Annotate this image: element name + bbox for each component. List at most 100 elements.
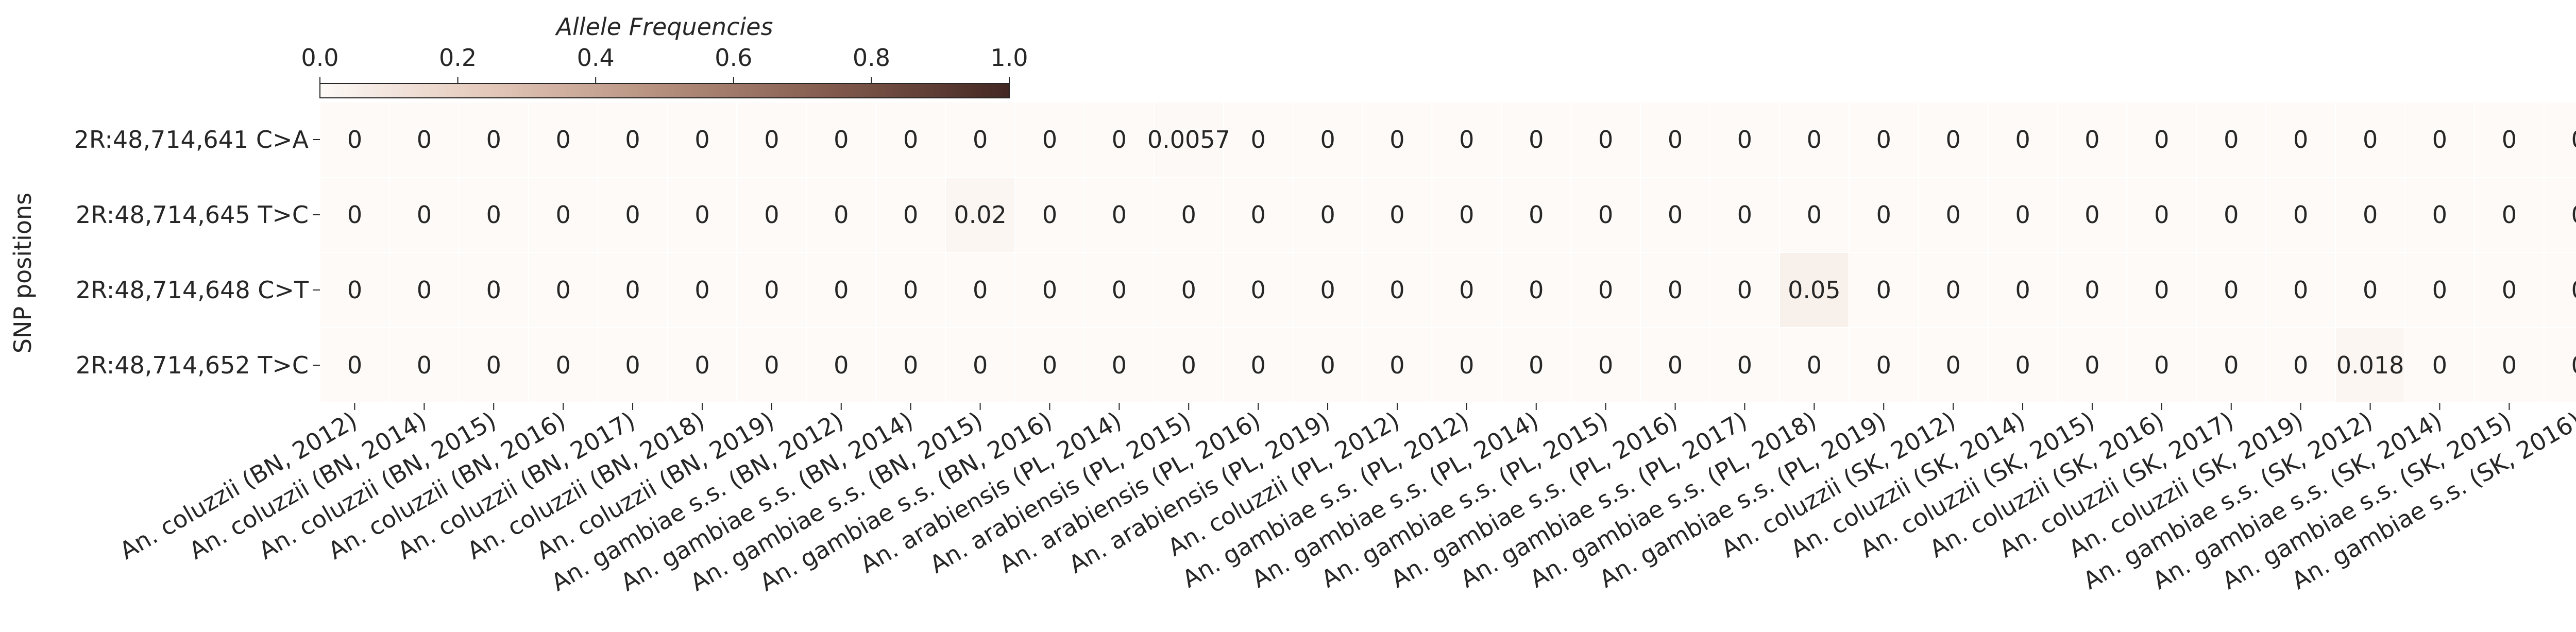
cell-annotation: 0 bbox=[2015, 351, 2030, 379]
heatmap-cell bbox=[1918, 101, 1989, 178]
cell-annotation: 0 bbox=[2502, 126, 2517, 153]
cell-annotation: 0 bbox=[1389, 201, 1404, 229]
cell-annotation: 0 bbox=[694, 201, 709, 229]
cell-annotation: 0 bbox=[1459, 351, 1474, 379]
heatmap-cell bbox=[945, 177, 1015, 253]
cell-annotation: 0 bbox=[486, 276, 501, 304]
heatmap-cell bbox=[2335, 177, 2406, 253]
heatmap-cell bbox=[667, 177, 738, 253]
heatmap-cell bbox=[1501, 101, 1572, 178]
cell-annotation: 0 bbox=[1459, 126, 1474, 153]
heatmap-cell bbox=[1083, 177, 1155, 253]
y-tick-label: 2R:48,714,652 T>C bbox=[76, 351, 309, 379]
cell-annotation: 0 bbox=[625, 276, 640, 304]
cell-annotation: 0 bbox=[2224, 201, 2239, 229]
cell-annotation: 0.0057 bbox=[1147, 126, 1230, 153]
heatmap-cell bbox=[806, 327, 877, 403]
heatmap-cell bbox=[875, 177, 946, 253]
x-axis-ticks: An. coluzzii (BN, 2012)An. coluzzii (BN,… bbox=[115, 403, 2576, 596]
heatmap-cell bbox=[597, 177, 668, 253]
cell-annotation: 0 bbox=[625, 351, 640, 379]
cell-annotation: 0 bbox=[2571, 126, 2576, 153]
cell-annotation: 0 bbox=[2224, 351, 2239, 379]
cell-annotation: 0 bbox=[1112, 201, 1127, 229]
colorbar-tick-label: 0.6 bbox=[715, 44, 752, 72]
cell-annotation: 0 bbox=[486, 126, 501, 153]
cell-annotation: 0 bbox=[1598, 201, 1613, 229]
cell-annotation: 0 bbox=[1389, 351, 1404, 379]
heatmap-cell bbox=[528, 327, 599, 403]
cell-annotation: 0 bbox=[2293, 276, 2308, 304]
cell-annotation: 0 bbox=[556, 276, 571, 304]
heatmap-cell bbox=[2196, 252, 2267, 328]
heatmap-cell bbox=[1431, 101, 1502, 178]
cell-annotation: 0 bbox=[2154, 351, 2169, 379]
cell-annotation: 0 bbox=[1598, 276, 1613, 304]
heatmap-cell bbox=[2196, 327, 2267, 403]
heatmap-cell bbox=[1083, 327, 1155, 403]
heatmap-cell bbox=[2404, 252, 2475, 328]
heatmap-cell bbox=[1362, 327, 1433, 403]
heatmap-cell bbox=[2265, 252, 2336, 328]
heatmap-cell bbox=[945, 252, 1015, 328]
cell-annotation: 0 bbox=[764, 201, 779, 229]
y-tick-label: 2R:48,714,645 T>C bbox=[76, 201, 309, 229]
heatmap-cell bbox=[2543, 327, 2576, 403]
cell-annotation: 0 bbox=[1876, 276, 1891, 304]
cell-annotation: 0 bbox=[1320, 276, 1335, 304]
heatmap-cell bbox=[2404, 101, 2475, 178]
cell-annotation: 0 bbox=[1250, 201, 1265, 229]
cell-annotation: 0 bbox=[2502, 201, 2517, 229]
heatmap-cell bbox=[1778, 177, 1850, 253]
heatmap-cell bbox=[1709, 101, 1780, 178]
cell-annotation: 0 bbox=[2363, 276, 2378, 304]
heatmap-cell bbox=[2265, 327, 2336, 403]
cell-annotation: 0 bbox=[2363, 126, 2378, 153]
heatmap-cell bbox=[1709, 327, 1780, 403]
heatmap-cell bbox=[2126, 327, 2197, 403]
heatmap-cell bbox=[1223, 177, 1294, 253]
heatmap-cell bbox=[806, 252, 877, 328]
heatmap-cell bbox=[2543, 177, 2576, 253]
cell-annotation: 0 bbox=[2432, 126, 2447, 153]
cell-annotation: 0 bbox=[1459, 201, 1474, 229]
colorbar-gradient bbox=[319, 83, 1010, 98]
heatmap-cell bbox=[945, 327, 1015, 403]
heatmap-cell bbox=[1153, 327, 1224, 403]
heatmap-cell bbox=[1778, 327, 1850, 403]
heatmap-cell bbox=[1570, 252, 1641, 328]
cell-annotation: 0 bbox=[417, 276, 432, 304]
cell-annotation: 0 bbox=[1807, 351, 1822, 379]
cell-annotation: 0 bbox=[1181, 276, 1196, 304]
y-tick-label: 2R:48,714,641 C>A bbox=[74, 126, 309, 153]
heatmap-cell bbox=[2543, 101, 2576, 178]
cell-annotation: 0 bbox=[1320, 126, 1335, 153]
heatmap-cell bbox=[1223, 327, 1294, 403]
cell-annotation: 0 bbox=[1668, 201, 1683, 229]
heatmap-cell bbox=[597, 327, 668, 403]
heatmap-cell bbox=[1362, 177, 1433, 253]
cell-annotation: 0 bbox=[2084, 201, 2099, 229]
cell-annotation: 0 bbox=[764, 276, 779, 304]
cell-annotation: 0 bbox=[2293, 351, 2308, 379]
cell-annotation: 0 bbox=[1876, 351, 1891, 379]
cell-annotation: 0 bbox=[2571, 351, 2576, 379]
y-axis-label: SNP positions bbox=[9, 193, 37, 353]
heatmap-cell bbox=[2126, 101, 2197, 178]
cell-annotation: 0 bbox=[694, 276, 709, 304]
cell-annotation: 0 bbox=[1598, 351, 1613, 379]
cell-annotation: 0 bbox=[2224, 276, 2239, 304]
cell-annotation: 0 bbox=[1250, 276, 1265, 304]
cell-annotation: 0 bbox=[973, 276, 988, 304]
y-axis-ticks: 2R:48,714,641 C>A 2R:48,714,645 T>C 2R:48,… bbox=[74, 126, 320, 379]
heatmap-cell bbox=[1848, 252, 1919, 328]
cell-annotation: 0 bbox=[1042, 351, 1057, 379]
cell-annotation: 0 bbox=[1389, 126, 1404, 153]
heatmap-cell bbox=[736, 252, 807, 328]
heatmap-cell bbox=[528, 101, 599, 178]
cell-annotation: 0 bbox=[2015, 201, 2030, 229]
heatmap-cell bbox=[2057, 327, 2128, 403]
heatmap-cell bbox=[875, 252, 946, 328]
cell-annotation: 0.02 bbox=[954, 201, 1006, 229]
